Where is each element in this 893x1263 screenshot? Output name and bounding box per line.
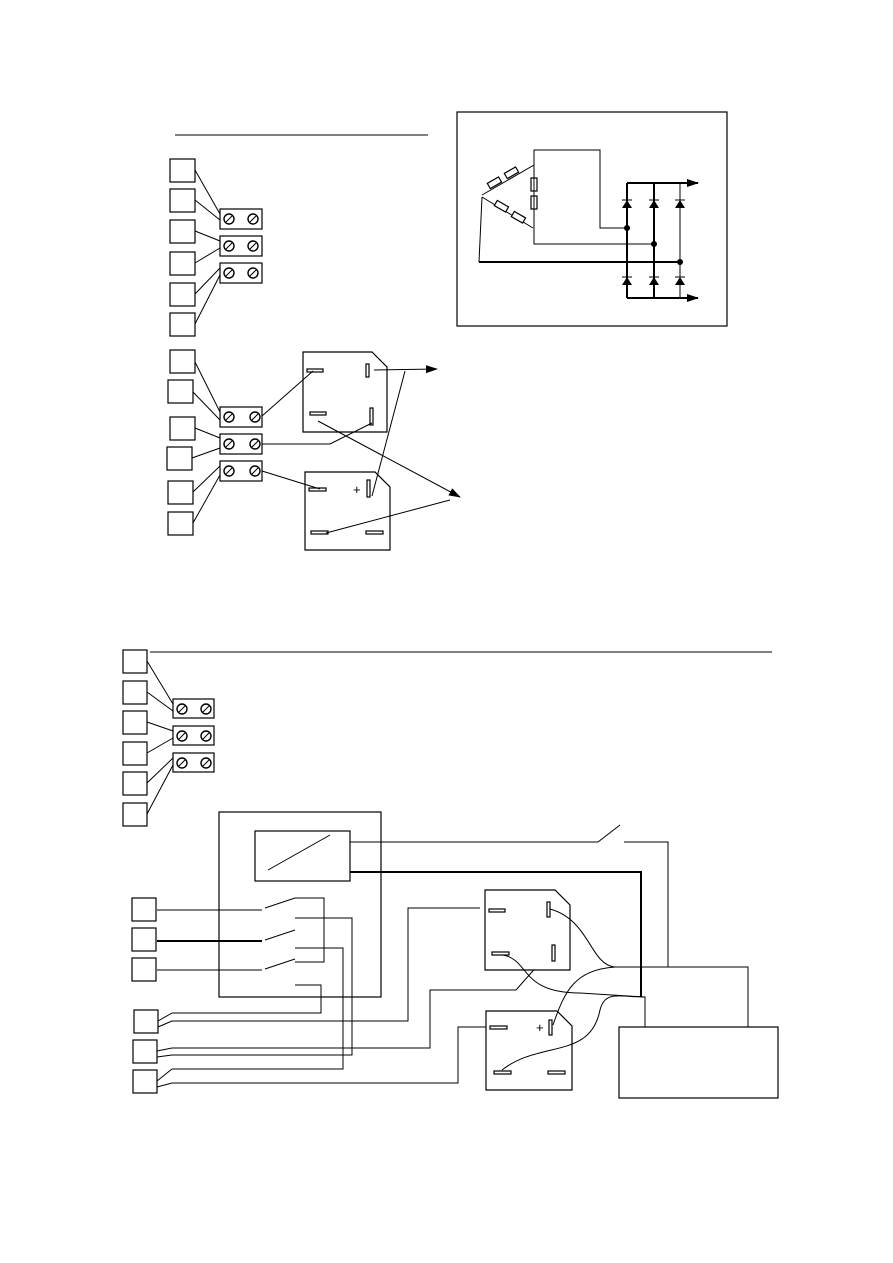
wires-c [146, 660, 174, 815]
rectifier-frame [456, 111, 728, 327]
pin-column-b [166, 349, 196, 536]
diode-icon [622, 199, 685, 285]
pin-box [169, 219, 196, 244]
ignition-switch [157, 811, 669, 1070]
pin-box [167, 480, 194, 505]
pin-box [133, 1009, 159, 1034]
relay-socket-upper [302, 351, 388, 433]
arrow-icon [373, 365, 438, 374]
pin-box [169, 158, 196, 183]
relay-socket-lower: + [304, 471, 391, 551]
pin-box [131, 957, 157, 982]
switch-contact-icon [157, 897, 353, 1070]
pin-column-c [122, 649, 148, 827]
pin-box [132, 1039, 158, 1064]
relay-socket-mid [484, 889, 571, 971]
resistor-icon [478, 149, 680, 263]
pin-box [122, 741, 148, 766]
pin-box [122, 710, 148, 735]
pin-box [122, 649, 148, 674]
relay-socket-bottom: + [485, 1010, 573, 1091]
pin-box [122, 771, 148, 796]
pin-box [169, 349, 196, 374]
bottom-wiring: + [122, 649, 779, 1099]
load-box [618, 1026, 779, 1099]
pin-box [132, 1069, 158, 1094]
pin-box [131, 897, 157, 922]
pin-box [131, 927, 157, 952]
rectifier-schematic [456, 111, 728, 327]
pin-box [122, 680, 148, 705]
wires-b [191, 361, 221, 524]
pin-box [169, 188, 196, 213]
top-left-wiring: + [166, 134, 461, 551]
pin-box [169, 416, 196, 441]
pin-column-d [131, 897, 159, 1094]
terminal-strip-b [219, 406, 263, 482]
wires-d [156, 907, 556, 1088]
pin-box [169, 312, 196, 337]
switch-contact-icon [350, 824, 621, 843]
terminal-strip-a [219, 208, 263, 284]
pin-column-a [169, 158, 196, 337]
pin-box [166, 446, 193, 471]
relay-wires-top [261, 365, 461, 534]
pin-box [122, 802, 148, 827]
terminal-strip-c [172, 698, 215, 773]
load-wires [501, 908, 749, 1071]
screw-terminal-icon [176, 703, 212, 769]
screw-terminal-icon [223, 411, 261, 477]
arrow-icon [317, 420, 461, 498]
wires-a [194, 169, 221, 325]
screw-terminal-icon [223, 213, 259, 279]
pin-box [167, 379, 194, 404]
plus-label: + [536, 1020, 544, 1035]
pin-box [169, 251, 196, 276]
plus-label: + [353, 482, 361, 497]
pin-box [169, 282, 196, 307]
pin-box [167, 511, 194, 536]
